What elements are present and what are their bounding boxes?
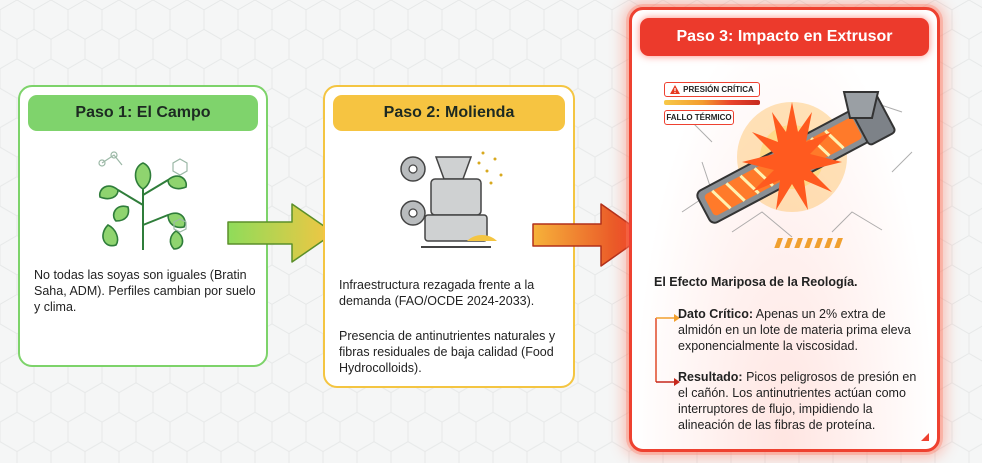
step-1-card: Paso 1: El Campo No todas las soyas son … [18,85,268,367]
step-1-text: No todas las soyas son iguales (Bratin S… [34,268,256,314]
item-a-label: Dato Crítico: [678,307,753,321]
flow-connector [655,314,680,386]
item-b-label: Resultado: [678,370,743,384]
pressure-badge-label: PRESIÓN CRÍTICA [683,85,754,94]
step-1-header: Paso 1: El Campo [28,95,258,131]
extruder-icon [681,91,913,248]
step-3-header: Paso 3: Impacto en Extrusor [640,18,929,56]
step-2-text-b: Presencia de antinutrientes naturales y … [339,329,556,375]
step-3-card: Paso 3: Impacto en Extrusor [629,7,940,452]
mill-machine-icon [400,151,503,248]
warning-icon [670,85,681,94]
corner-mark [921,433,929,441]
step-3-heading: El Efecto Mariposa de la Reología. [654,275,858,289]
pressure-badge: PRESIÓN CRÍTICA [664,82,760,97]
arrow-step2-to-step3 [532,203,646,267]
step-3-item-a: Dato Crítico: Apenas un 2% extra de almi… [678,306,928,354]
step-3-item-b: Resultado: Picos peligrosos de presión e… [678,369,928,433]
pressure-meter [664,100,760,105]
item-a-text: Apenas un 2% extra de almidón en un lote… [678,307,911,353]
soybean-plant-icon [98,151,188,250]
step-2-text-a: Infraestructura rezagada frente a la dem… [339,278,535,308]
thermal-badge: FALLO TÉRMICO [664,110,734,125]
item-b-text: Picos peligrosos de presión en el cañón.… [678,370,917,432]
arrow-step1-to-step2 [227,203,335,263]
step-2-header: Paso 2: Molienda [333,95,565,131]
